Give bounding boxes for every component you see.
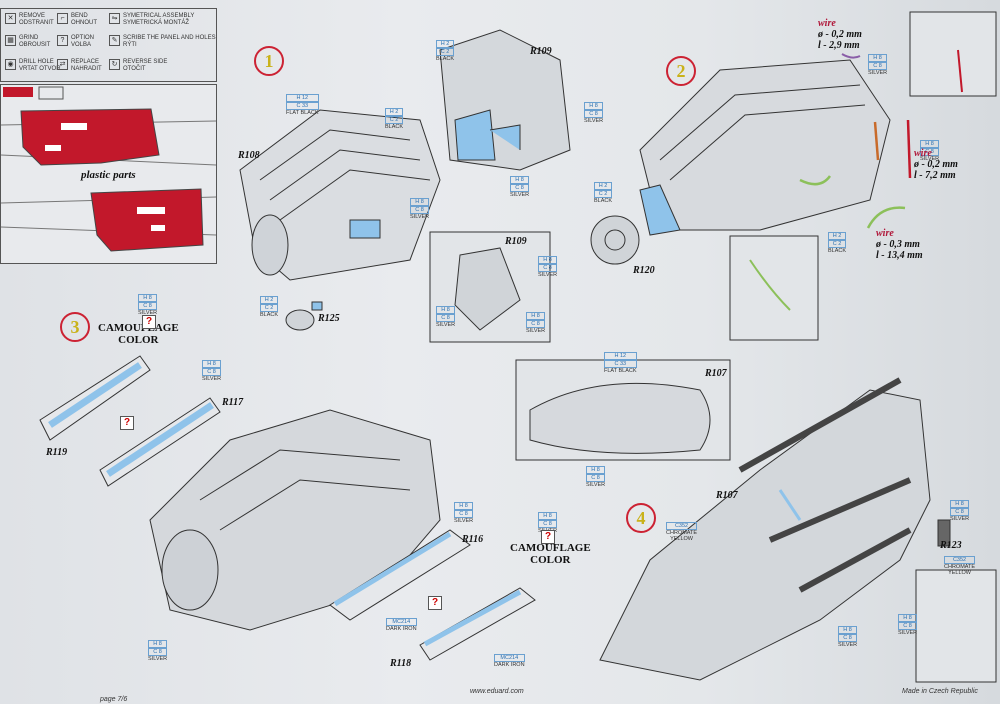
part-label-r116: R116 — [462, 534, 484, 545]
wire-spec-3: wire ø - 0,3 mm l - 13,4 mm — [876, 228, 923, 261]
step-2-marker: 2 — [666, 56, 696, 86]
legend-symmetrical: ⇋SYMETRICAL ASSEMBLY SYMETRICKÁ MONTÁŽ — [109, 13, 194, 27]
legend-remove: ✕REMOVE ODSTRANIT — [5, 13, 54, 27]
part-label-r123: R123 — [940, 540, 962, 551]
part-label-r109-inset: R109 — [505, 236, 527, 247]
plastic-parts-label: plastic parts — [81, 169, 136, 181]
option-icon: ? — [57, 35, 68, 46]
step-4-marker: 4 — [626, 503, 656, 533]
remove-icon: ✕ — [5, 13, 16, 24]
legend-bend: ⌐BEND OHNOUT — [57, 13, 97, 27]
option-icon: ? — [428, 596, 442, 610]
part-label-r108: R108 — [238, 150, 260, 161]
drill-icon: ◉ — [5, 59, 16, 70]
symmetrical-icon: ⇋ — [109, 13, 120, 24]
legend-option: ?OPTION VOLBA — [57, 35, 94, 49]
footer-made-in: Made in Czech Republic — [902, 688, 978, 695]
option-icon: ? — [142, 315, 156, 329]
option-icon: ? — [120, 416, 134, 430]
grind-icon: ▦ — [5, 35, 16, 46]
replace-icon: ⇄ — [57, 59, 68, 70]
legend-replace: ⇄REPLACE NAHRADIT — [57, 59, 102, 73]
legend-grind: ▦GRIND OBROUSIT — [5, 35, 50, 49]
part-label-r118: R118 — [390, 658, 412, 669]
step-3-marker: 3 — [60, 312, 90, 342]
part-label-r109-top: R109 — [530, 46, 552, 57]
wire-spec-1: wire ø - 0,2 mm l - 2,9 mm — [818, 18, 862, 51]
reverse-icon: ↻ — [109, 59, 120, 70]
legend-scribe: ✎SCRIBE THE PANEL AND HOLES RÝTI — [109, 35, 216, 49]
step-1-marker: 1 — [254, 46, 284, 76]
part-label-r119: R119 — [46, 447, 68, 458]
scribe-icon: ✎ — [109, 35, 120, 46]
wire-spec-2: wire ø - 0,2 mm l - 7,2 mm — [914, 148, 958, 181]
part-label-r125: R125 — [318, 313, 340, 324]
footer-page: page 7/6 — [100, 696, 128, 703]
plastic-parts-drawing — [0, 86, 217, 252]
symbol-legend: ✕REMOVE ODSTRANIT ⌐BEND OHNOUT ⇋SYMETRIC… — [0, 8, 217, 82]
bend-icon: ⌐ — [57, 13, 68, 24]
plastic-parts-panel: plastic parts — [0, 84, 217, 264]
legend-drill: ◉DRILL HOLE VRTAT OTVOR — [5, 59, 61, 73]
part-label-r120: R120 — [633, 265, 655, 276]
part-label-r107-inset: R107 — [705, 368, 727, 379]
legend-reverse: ↻REVERSE SIDE OTOČIT — [109, 59, 167, 73]
footer-website: www.eduard.com — [470, 688, 524, 695]
part-label-r117: R117 — [222, 397, 244, 408]
option-icon: ? — [541, 530, 555, 544]
part-label-r107: R107 — [716, 490, 738, 501]
